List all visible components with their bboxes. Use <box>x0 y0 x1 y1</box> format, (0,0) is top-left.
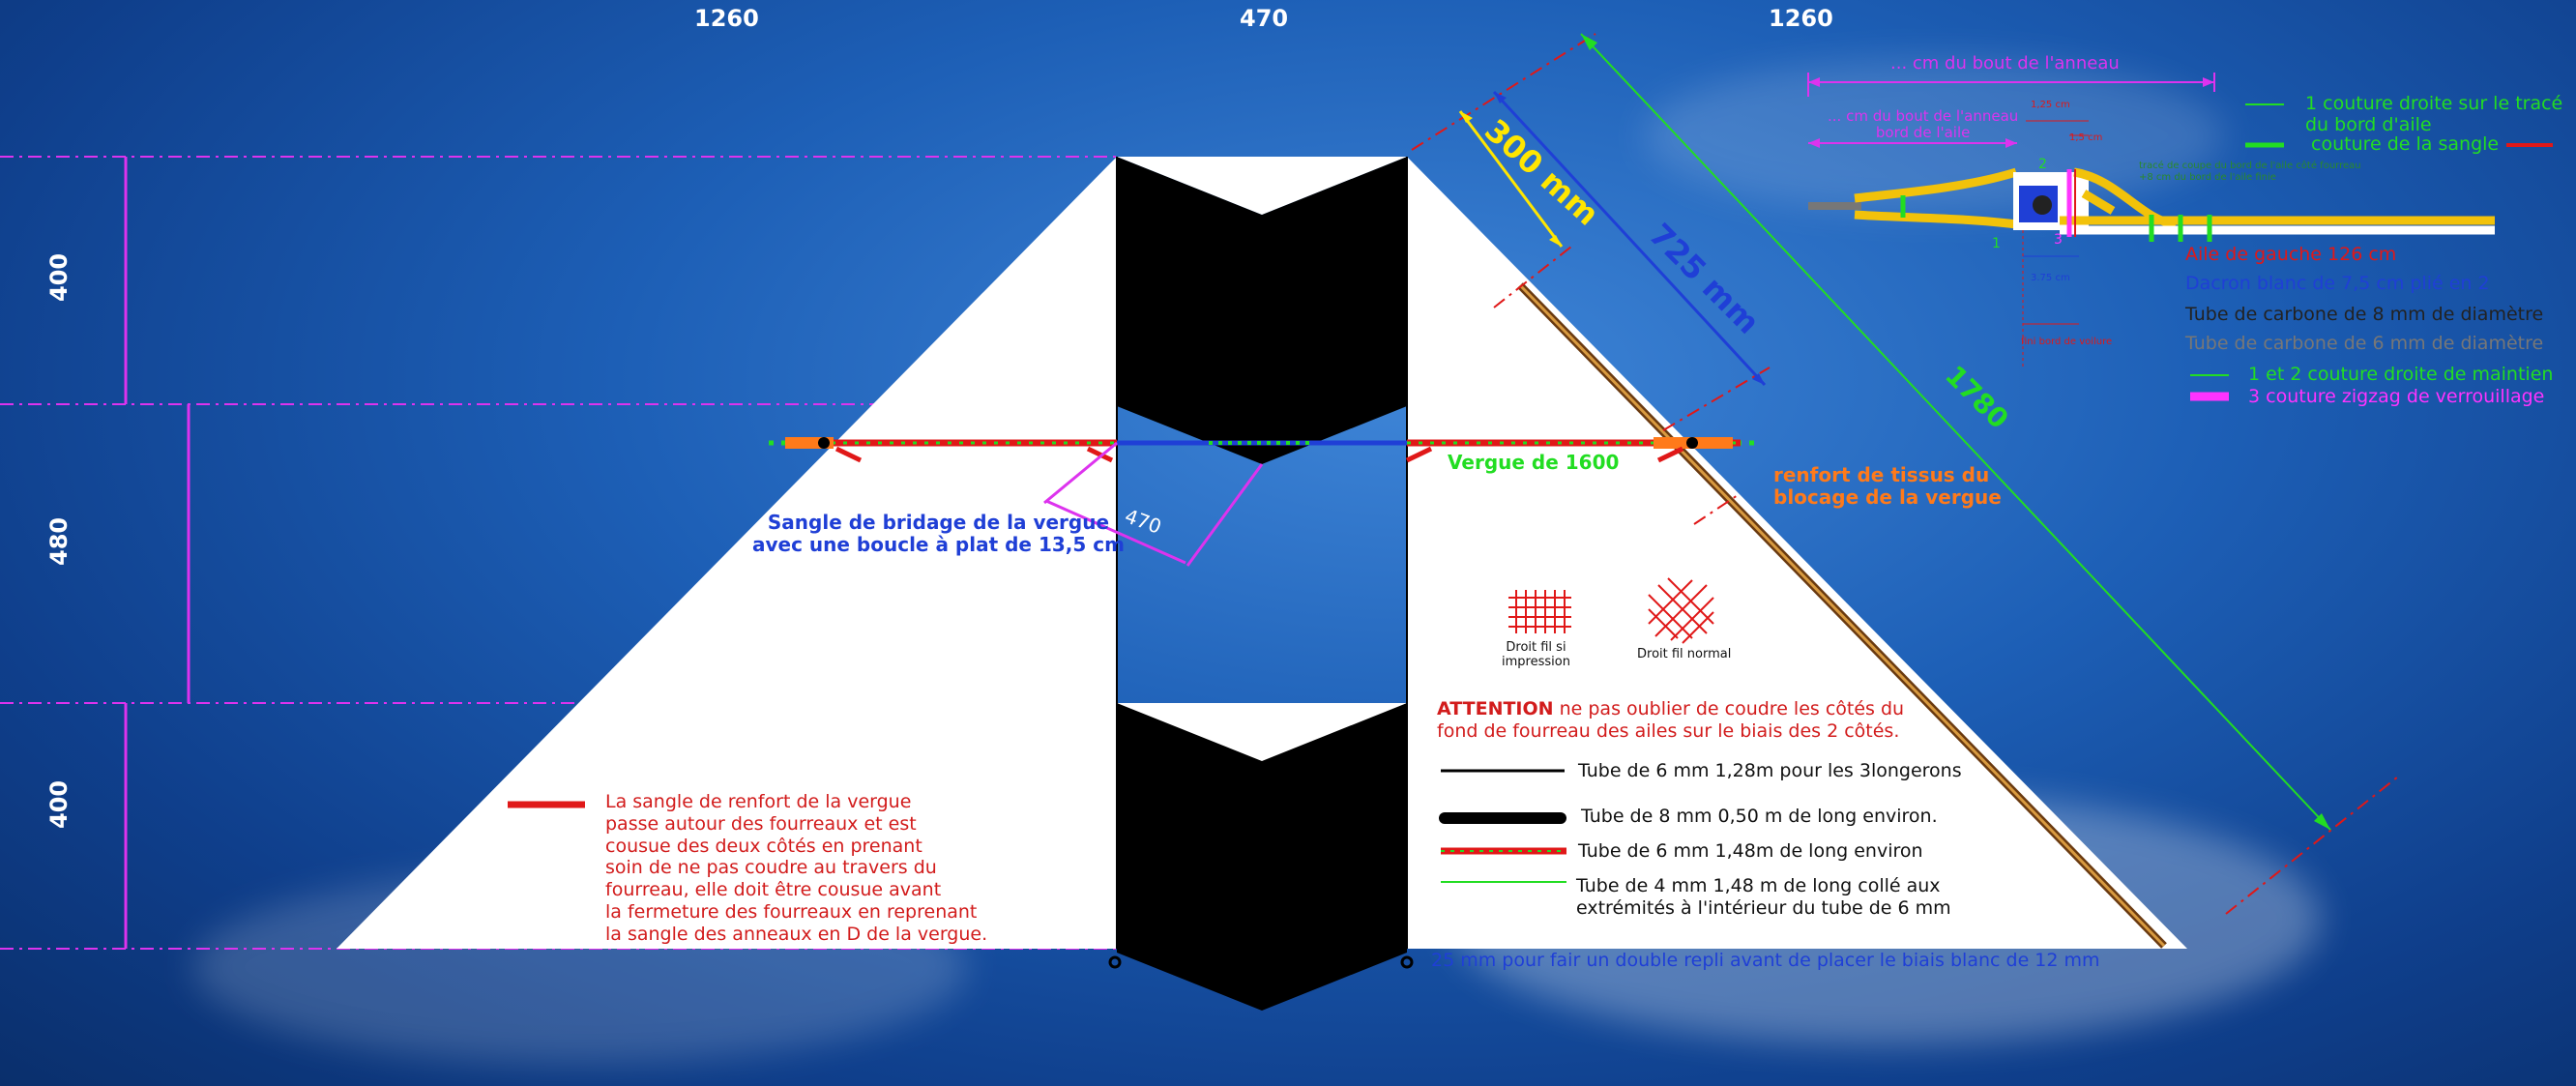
detail-num-2: 2 <box>2038 157 2047 172</box>
center-top-panel <box>1117 157 1407 464</box>
legend-couture-zigzag: 3 couture zigzag de verrouillage <box>2248 386 2545 407</box>
left-dimension-bottom: 400 <box>45 779 73 829</box>
bottom-note: 25 mm pour fair un double repli avant de… <box>1431 950 2100 971</box>
dimension-1780 <box>1580 33 2331 831</box>
dimension-300 <box>1458 110 1564 248</box>
attention-note: ATTENTION ne pas oublier de coudre les c… <box>1437 698 1904 743</box>
detail-drawing <box>1807 73 2553 401</box>
label-sangle-bridage: Sangle de bridage de la vergue avec une … <box>752 511 1125 556</box>
label-renfort-tissus: renfort de tissus du blocage de la vergu… <box>1773 463 2002 509</box>
detail-num-1: 1 <box>1992 236 2001 251</box>
attention-word: ATTENTION <box>1437 698 1554 719</box>
right-wing-sail <box>1407 157 2187 949</box>
legend-6mm-long-text: Tube de 6 mm 1,48m de long environ <box>1578 840 1923 862</box>
spreader-strap-marks <box>834 446 1684 463</box>
detail-cm-bout-anneau: ... cm du bout de l'anneau <box>1890 53 2120 73</box>
legend-aile-gauche: Aile de gauche 126 cm <box>2185 244 2397 265</box>
detail-small-top2: 1,5 cm <box>2069 132 2103 143</box>
detail-num-3: 3 <box>2054 232 2063 248</box>
legend-tube-6mm: Tube de carbone de 6 mm de diamètre <box>2185 333 2544 354</box>
legend-6mm-text: Tube de 6 mm 1,28m pour les 3longerons <box>1578 760 1962 781</box>
legend-couture-maintien: 1 et 2 couture droite de maintien <box>2248 364 2554 385</box>
center-top-notch <box>1117 157 1407 215</box>
left-dimension-bars <box>124 157 190 949</box>
ring-left <box>1108 955 1122 969</box>
top-dimension-right: 1260 <box>1769 5 1833 32</box>
grain-straight-icon <box>1508 590 1571 633</box>
ring-right <box>1400 955 1414 969</box>
label-droit-fil-impression: Droit fil si impression <box>1502 640 1570 669</box>
top-dimension-center: 470 <box>1240 5 1289 32</box>
legend-couture-sangle: couture de la sangle <box>2311 133 2500 155</box>
sangle-note: La sangle de renfort de la vergue passe … <box>605 791 988 945</box>
legend-8mm-text: Tube de 8 mm 0,50 m de long environ. <box>1581 806 1938 827</box>
center-bottom-panel <box>1117 703 1407 1011</box>
construction-lines <box>1411 33 2399 915</box>
left-dimension-top: 400 <box>45 252 73 302</box>
legend-tube-8mm: Tube de carbone de 8 mm de diamètre <box>2185 304 2544 325</box>
detail-cm-bout-anneau-aile: ... cm du bout de l'anneau bord de l'ail… <box>1828 107 2019 142</box>
detail-small-top: 1,25 cm <box>2031 100 2070 110</box>
detail-width-375: 3.75 cm <box>2031 273 2070 283</box>
legend-couture-droite: 1 couture droite sur le tracé du bord d'… <box>2305 93 2563 135</box>
left-wing-sail <box>337 157 1117 949</box>
center-bottom-notch <box>1117 703 1407 761</box>
attention-text: ne pas oublier de coudre les côtés du fo… <box>1437 698 1905 742</box>
label-droit-fil-normal: Droit fil normal <box>1637 647 1732 661</box>
legend-4mm-text: Tube de 4 mm 1,48 m de long collé aux ex… <box>1576 875 1951 919</box>
detail-fini-bord: fini bord de voilure <box>2021 337 2113 347</box>
dimension-470 <box>1043 441 1264 567</box>
label-vergue: Vergue de 1600 <box>1448 451 1620 474</box>
left-dimension-middle: 480 <box>45 516 73 566</box>
top-dimension-left: 1260 <box>694 5 759 32</box>
grain-bias-icon <box>1648 577 1714 644</box>
dimension-725 <box>1492 90 1767 387</box>
legend-dacron: Dacron blanc de 7,5 cm plié en 2 <box>2185 273 2490 294</box>
detail-trace-coupe: tracé de coupe du bord de l'aile côté fo… <box>2139 161 2361 183</box>
